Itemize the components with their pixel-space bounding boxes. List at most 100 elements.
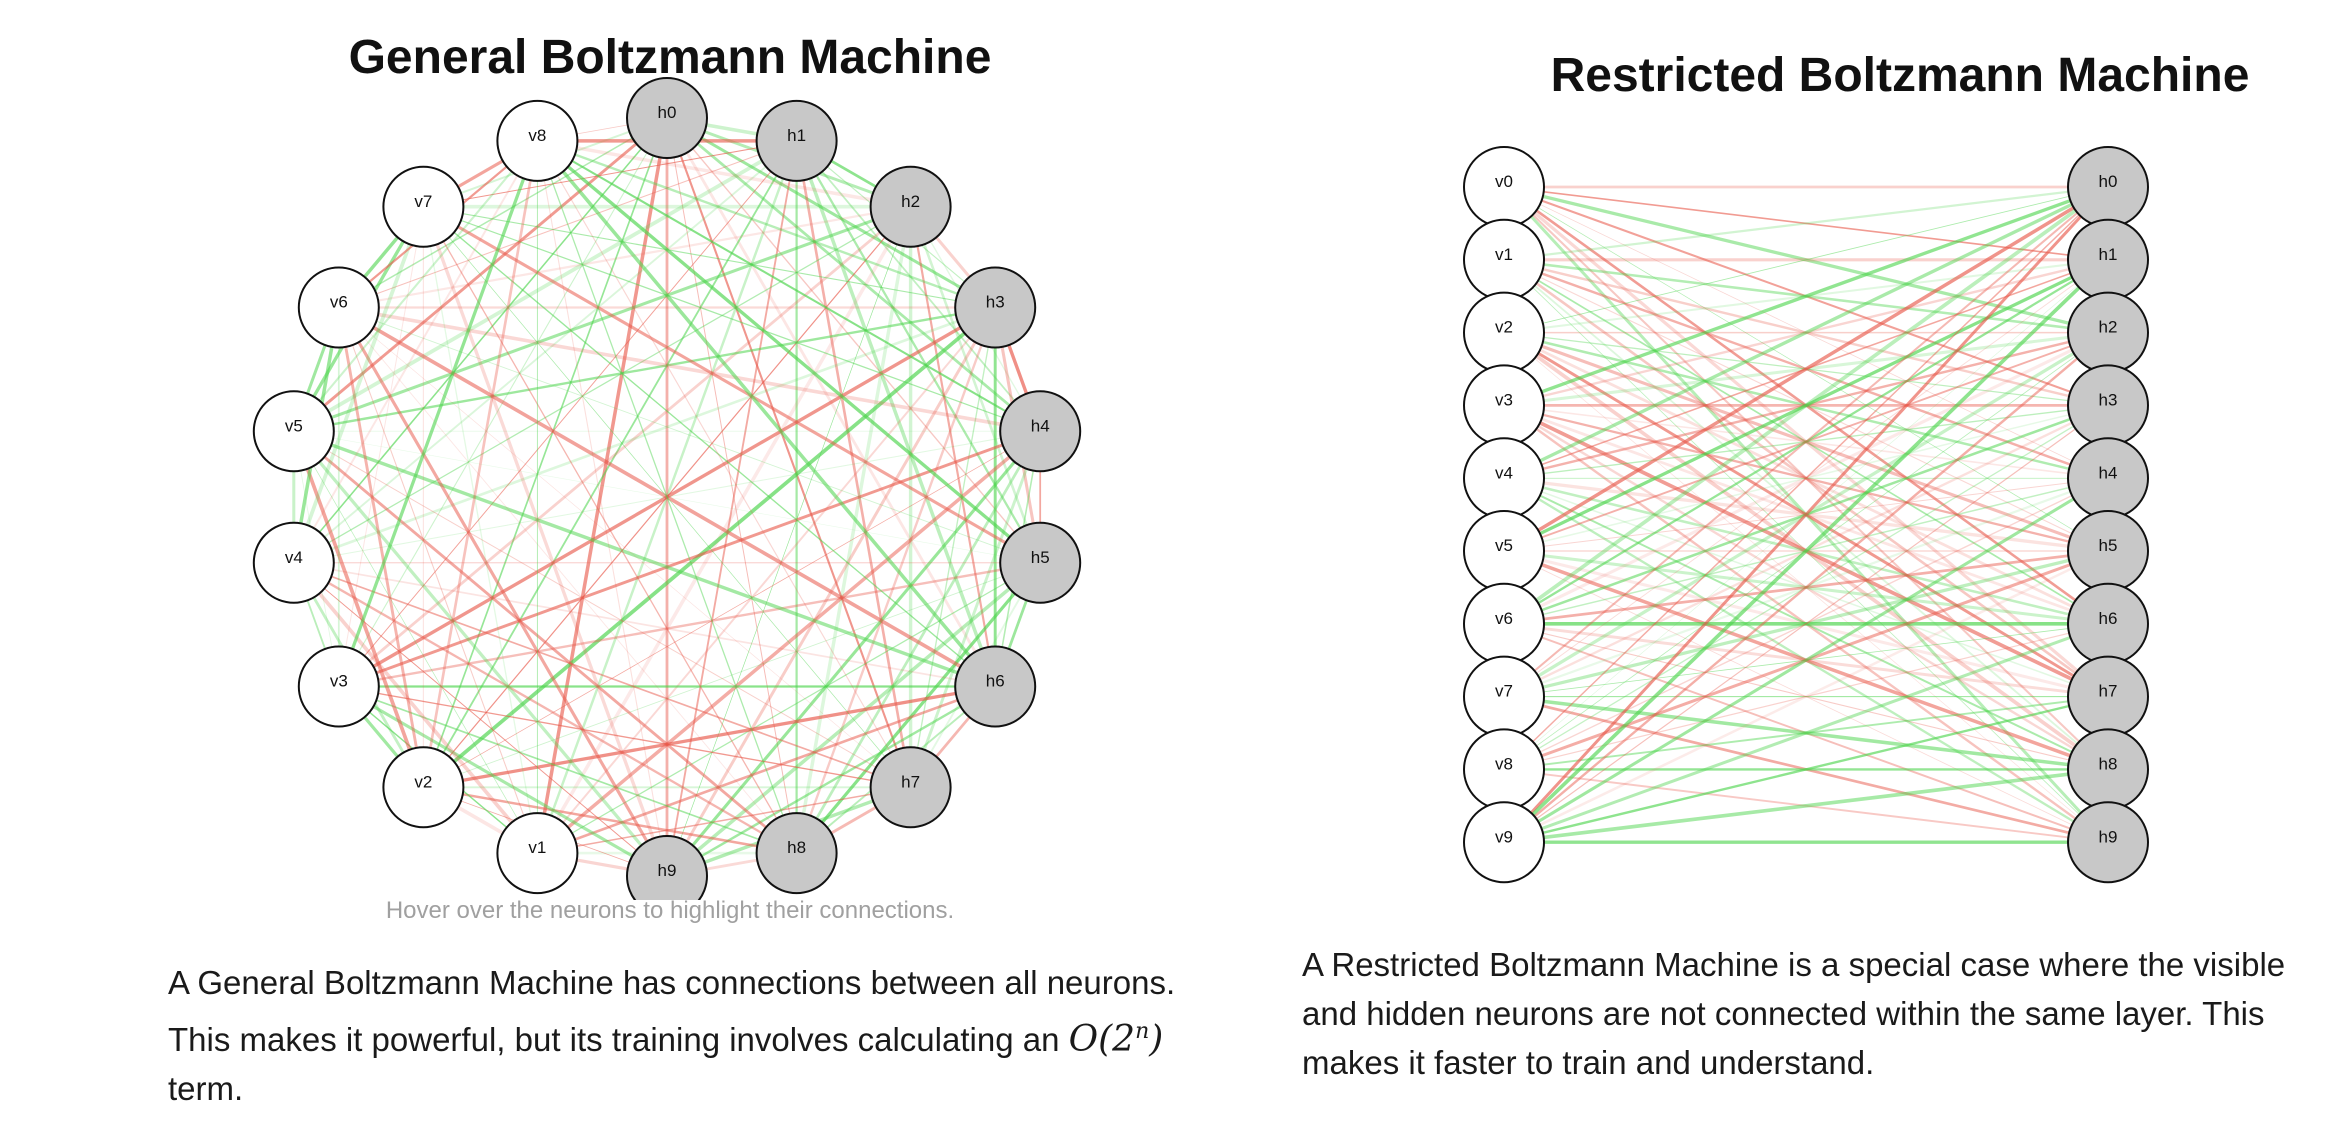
edge-v9-h4 [1502,476,2110,844]
neuron-v1[interactable]: v1 [1463,218,1545,301]
neuron-label: h2 [901,192,920,211]
edge-h1-h9 [666,139,798,877]
neuron-h1[interactable]: h1 [2067,218,2149,301]
edge-h0-h8 [666,117,798,854]
neuron-label: v7 [414,192,432,211]
edge-h8-v3 [337,685,798,854]
edge-h1-v5 [291,139,799,434]
neuron-label: v0 [1495,172,1513,191]
edge-v6-h0 [1502,185,2110,626]
neuron-circle [496,99,579,182]
neuron-v3[interactable]: v3 [297,645,380,728]
neuron-h6[interactable]: h6 [2067,582,2149,665]
neuron-h1[interactable]: h1 [755,99,838,182]
edge-h3-v5 [292,306,997,433]
neuron-h2[interactable]: h2 [2067,291,2149,374]
neuron-h4[interactable]: h4 [2067,437,2149,520]
neuron-h5[interactable]: h5 [2067,510,2149,592]
edge-v4-h7 [1503,477,2109,698]
neuron-label: v4 [285,548,303,567]
edge-h5-v8 [535,139,1042,565]
edge-h3-v4 [292,306,997,565]
edge-h7-v1 [536,786,912,854]
complexity-func: O [1068,1019,1099,1060]
neuron-circle [954,645,1037,728]
edge-v2-v5 [291,429,426,790]
edge-v9-h3 [1503,404,2109,843]
edge-v5-h0 [1502,185,2110,553]
edge-h2-v5 [292,205,913,433]
edge-v5-h1 [1502,258,2110,553]
neuron-v8[interactable]: v8 [496,99,579,182]
edge-h7-v7 [423,206,911,788]
neuron-label: h3 [2099,390,2118,409]
edge-h2-v4 [293,206,912,564]
edge-h6-v7 [422,206,996,688]
neuron-label: h3 [986,293,1005,312]
neuron-v1[interactable]: v1 [496,812,579,895]
edge-h4-v2 [423,430,1041,788]
neuron-v3[interactable]: v3 [1463,364,1545,447]
neuron-h9[interactable]: h9 [626,835,708,900]
general-title: General Boltzmann Machine [348,31,992,84]
edge-h0-v2 [422,117,668,789]
neuron-h4[interactable]: h4 [999,390,1082,473]
neuron-circle [999,521,1082,604]
neuron-v7[interactable]: v7 [1463,655,1545,738]
neuron-v8[interactable]: v8 [1463,728,1545,811]
neuron-h5[interactable]: h5 [999,521,1082,604]
edge-h3-v7 [422,206,996,309]
neuron-circle [297,645,380,728]
neuron-label: h6 [2099,609,2118,628]
edge-v2-h0 [1503,186,2109,334]
neuron-circle [382,746,465,829]
edge-v3-v8 [337,139,540,689]
edge-h1-h7 [795,139,912,789]
edge-h5-v2 [422,562,1041,788]
general-description-part2: term. [168,1070,244,1107]
neuron-v4[interactable]: v4 [252,521,335,604]
neuron-v7[interactable]: v7 [382,165,465,248]
neuron-h7[interactable]: h7 [2067,655,2149,738]
edge-h7-v8 [536,140,912,788]
neuron-circle [755,99,838,182]
neuron-v6[interactable]: v6 [1463,582,1545,665]
edge-v7-h4 [1502,477,2110,698]
complexity-exponent: n [1135,1019,1150,1044]
edge-h8-v8 [536,140,798,854]
neuron-v5[interactable]: v5 [252,390,335,473]
neuron-circle [869,165,952,248]
neuron-v4[interactable]: v4 [1463,437,1545,520]
edge-h6-v8 [535,139,997,689]
neuron-h3[interactable]: h3 [2067,364,2149,447]
neuron-h2[interactable]: h2 [869,165,952,248]
neuron-v6[interactable]: v6 [297,266,380,349]
edge-h8-v2 [422,786,798,855]
edge-v9-h6 [1502,622,2110,844]
edge-v1-v7 [422,206,539,854]
neuron-h6[interactable]: h6 [954,645,1037,728]
neuron-label: v5 [1495,536,1513,555]
general-boltzmann-panel: General Boltzmann Machine h0 h1 h2 h3 h4 h5 h6… [168,31,1175,1107]
edge-h8-v4 [292,561,798,855]
edge-h4-v7 [422,206,1041,432]
edge-v9-h2 [1502,331,2110,844]
neuron-h0[interactable]: h0 [626,77,708,159]
neuron-v5[interactable]: v5 [1463,510,1545,592]
edge-h7-v6 [338,307,911,788]
neuron-h8[interactable]: h8 [2067,728,2149,811]
edge-v3-h1 [1502,258,2110,407]
neuron-v9[interactable]: v9 [1463,801,1545,884]
neuron-v0[interactable]: v0 [1463,146,1545,228]
neuron-h8[interactable]: h8 [755,812,838,895]
neuron-h7[interactable]: h7 [869,746,952,829]
neuron-v2[interactable]: v2 [382,746,465,829]
edge-v7-h1 [1503,259,2109,698]
neuron-h0[interactable]: h0 [2067,146,2149,228]
neuron-v2[interactable]: v2 [1463,291,1545,374]
neuron-h3[interactable]: h3 [954,266,1037,349]
neuron-h9[interactable]: h9 [2067,801,2149,884]
neuron-circle [626,77,708,159]
